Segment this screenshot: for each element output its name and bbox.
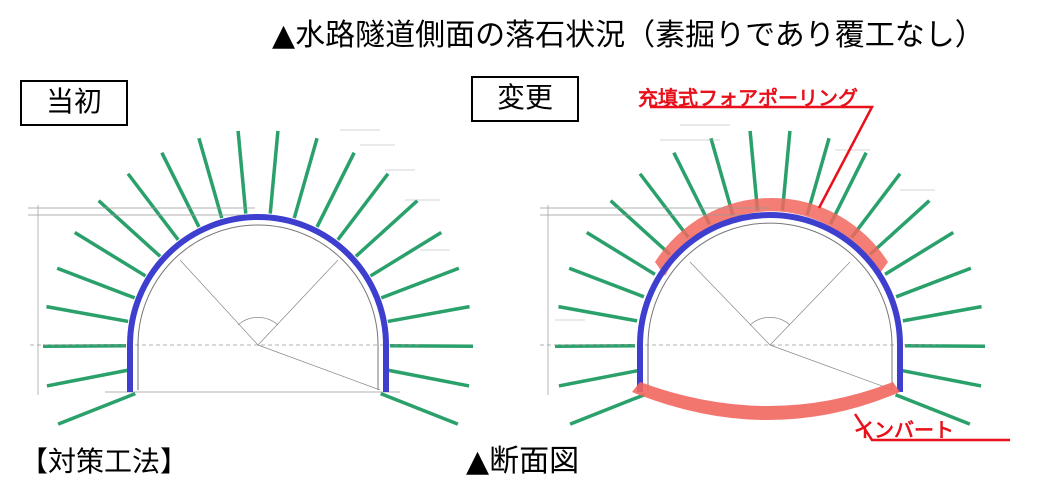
- rock-bolt: [317, 153, 354, 227]
- rock-bolt: [674, 153, 710, 225]
- rock-bolt: [75, 233, 146, 276]
- rock-bolts-changed: [555, 131, 985, 424]
- rock-bolt: [46, 307, 128, 322]
- callout-leader-invert: [855, 414, 1010, 440]
- rock-bolt: [57, 268, 135, 298]
- rock-bolt: [356, 201, 418, 257]
- rock-bolt: [270, 131, 278, 214]
- invert-zone: [632, 382, 900, 420]
- rock-bolt: [47, 370, 128, 386]
- rock-bolt: [381, 394, 458, 425]
- rock-bolt: [128, 174, 178, 240]
- rock-bolt: [294, 138, 317, 218]
- rock-bolt: [381, 268, 459, 298]
- rock-bolt: [885, 233, 953, 275]
- rock-bolt: [370, 233, 441, 276]
- rock-bolt: [896, 268, 971, 297]
- rock-bolt: [338, 174, 388, 240]
- rock-bolt: [199, 138, 222, 218]
- rock-bolt: [896, 395, 970, 424]
- rock-bolt: [569, 268, 644, 297]
- footer-countermeasure: 【対策工法】: [20, 440, 188, 480]
- callout-leader-fill: [650, 107, 872, 208]
- rock-bolt: [830, 153, 866, 225]
- rock-bolt: [162, 153, 199, 227]
- changed-section-drawing: [540, 125, 985, 424]
- rock-bolt: [558, 307, 637, 321]
- rock-bolt: [870, 201, 929, 255]
- rock-bolt: [388, 370, 469, 386]
- initial-section-drawing: [28, 130, 473, 424]
- rock-bolt: [99, 201, 161, 257]
- rock-bolt: [559, 371, 638, 386]
- rock-bolt: [58, 394, 135, 425]
- rock-bolt: [611, 201, 670, 255]
- rock-bolt: [388, 307, 470, 322]
- cross-section-drawings: [0, 0, 1039, 468]
- fill-forepoling-zone: [655, 198, 888, 276]
- footer-section-view: ▲断面図: [466, 436, 579, 480]
- rock-bolt: [587, 233, 655, 275]
- rock-bolt: [711, 138, 733, 215]
- rock-bolt: [238, 131, 246, 214]
- rock-bolt: [640, 174, 688, 238]
- rock-bolt: [903, 307, 982, 321]
- rock-bolt: [570, 395, 644, 424]
- rock-bolt: [903, 371, 982, 386]
- rock-bolt: [750, 131, 757, 211]
- rock-bolt: [852, 174, 900, 238]
- rock-bolts-initial: [43, 131, 473, 424]
